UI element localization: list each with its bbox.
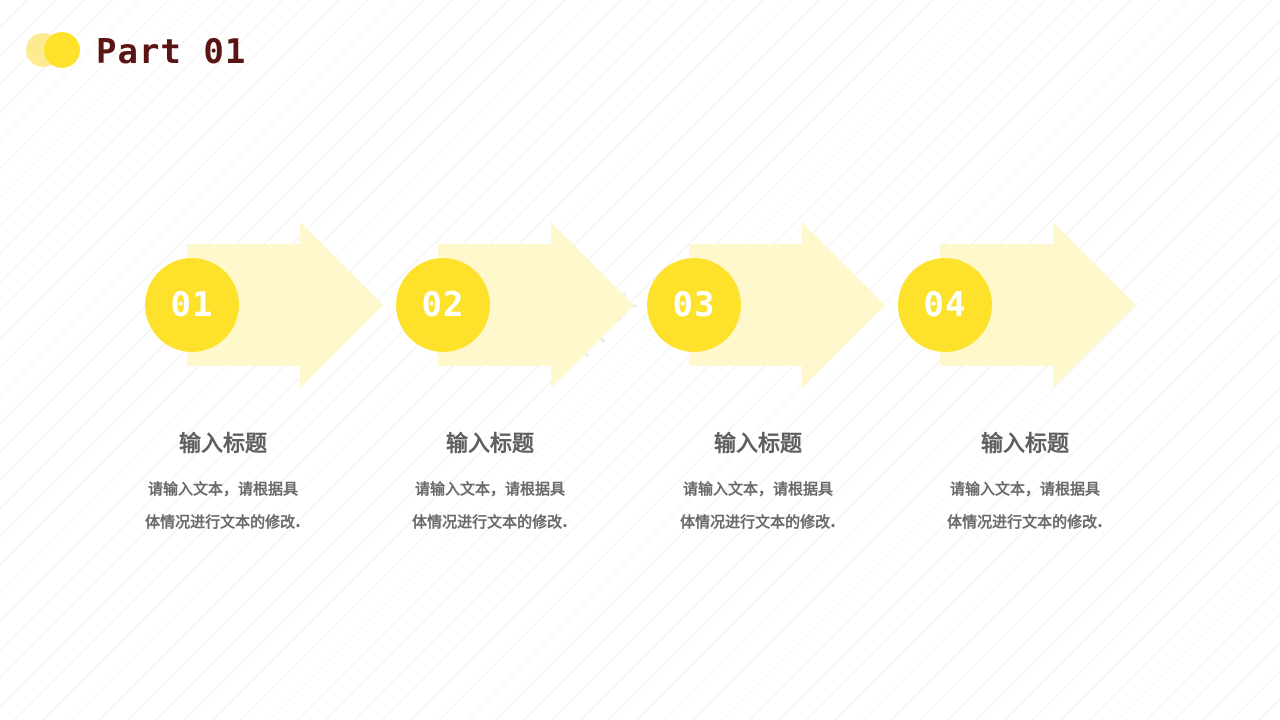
step-number-badge: 03	[647, 258, 741, 352]
arrow-right-icon	[438, 222, 634, 388]
step-title: 输入标题	[980, 432, 1069, 457]
arrow-right-icon	[187, 222, 383, 388]
step-description: 请输入文本，请根据具 体情况进行文本的修改.	[370, 473, 610, 539]
logo-circle-front	[44, 32, 80, 68]
step-title: 输入标题	[178, 432, 267, 457]
step-title: 输入标题	[445, 432, 534, 457]
step-number-badge: 04	[898, 258, 992, 352]
step-03: 03	[647, 222, 897, 392]
arrow-right-icon	[689, 222, 885, 388]
part-title: Part 01	[96, 32, 247, 72]
step-number-badge: 01	[145, 258, 239, 352]
step-description: 请输入文本，请根据具 体情况进行文本的修改.	[905, 473, 1145, 539]
step-description-line: 体情况进行文本的修改.	[145, 513, 301, 531]
step-02: 02	[396, 222, 646, 392]
step-description: 请输入文本，请根据具 体情况进行文本的修改.	[638, 473, 878, 539]
step-description: 请输入文本，请根据具 体情况进行文本的修改.	[103, 473, 343, 539]
step-description-line: 体情况进行文本的修改.	[680, 513, 836, 531]
step-text-01: 输入标题 请输入文本，请根据具 体情况进行文本的修改.	[103, 428, 343, 539]
step-description-line: 请输入文本，请根据具	[949, 480, 1100, 498]
arrow-right-icon	[940, 222, 1136, 388]
step-description-line: 请输入文本，请根据具	[682, 480, 833, 498]
step-04: 04	[898, 222, 1148, 392]
step-description-line: 体情况进行文本的修改.	[947, 513, 1103, 531]
step-text-04: 输入标题 请输入文本，请根据具 体情况进行文本的修改.	[905, 428, 1145, 539]
step-number-badge: 02	[396, 258, 490, 352]
logo-circles-icon	[26, 31, 82, 69]
step-number: 01	[170, 285, 214, 325]
step-number: 04	[923, 285, 967, 325]
step-number: 03	[672, 285, 716, 325]
step-text-02: 输入标题 请输入文本，请根据具 体情况进行文本的修改.	[370, 428, 610, 539]
step-description-line: 体情况进行文本的修改.	[412, 513, 568, 531]
step-text-03: 输入标题 请输入文本，请根据具 体情况进行文本的修改.	[638, 428, 878, 539]
step-01: 01	[145, 222, 395, 392]
step-description-line: 请输入文本，请根据具	[414, 480, 565, 498]
step-number: 02	[421, 285, 465, 325]
step-title: 输入标题	[713, 432, 802, 457]
step-description-line: 请输入文本，请根据具	[147, 480, 298, 498]
